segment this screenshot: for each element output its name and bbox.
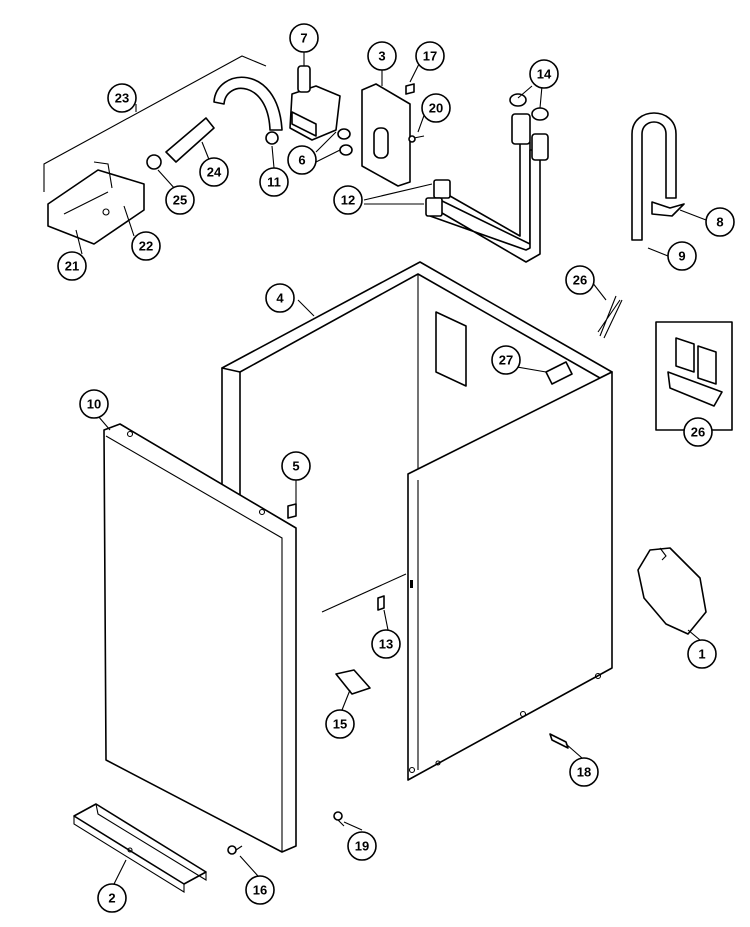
callout-3: 3 <box>367 41 397 71</box>
panel-screw <box>227 733 569 855</box>
svg-text:6: 6 <box>298 153 305 168</box>
svg-text:13: 13 <box>379 637 393 652</box>
cabinet-pad <box>545 361 573 385</box>
cabinet <box>221 261 613 781</box>
small-clips <box>287 503 385 695</box>
leader-lines <box>43 52 707 885</box>
svg-text:8: 8 <box>716 215 723 230</box>
fill-hose <box>213 76 283 145</box>
svg-text:17: 17 <box>423 49 437 64</box>
water-valve <box>289 65 353 156</box>
callout-4: 4 <box>265 283 295 313</box>
callout-10: 10 <box>79 389 109 419</box>
toe-kick-bracket <box>73 803 207 893</box>
callout-27: 27 <box>491 345 521 375</box>
svg-text:15: 15 <box>333 717 347 732</box>
inlet-hoses <box>425 113 549 263</box>
svg-text:27: 27 <box>499 353 513 368</box>
connector-hose <box>165 117 215 163</box>
svg-text:18: 18 <box>577 765 591 780</box>
callout-21: 21 <box>57 251 87 281</box>
callout-23: 23 <box>107 83 137 113</box>
grommet <box>146 154 162 170</box>
svg-text:25: 25 <box>173 193 187 208</box>
callout-18: 18 <box>569 757 599 787</box>
callout-26-inset: 26 <box>683 417 713 447</box>
valve-bracket <box>361 83 411 187</box>
callout-24: 24 <box>199 157 229 187</box>
svg-text:22: 22 <box>139 239 153 254</box>
hose-washers <box>509 93 549 121</box>
front-panel <box>103 423 297 853</box>
callout-12: 12 <box>333 185 363 215</box>
drain-hose <box>631 112 685 241</box>
svg-text:10: 10 <box>87 397 101 412</box>
callout-1: 1 <box>687 639 717 669</box>
callout-14: 14 <box>529 59 559 89</box>
svg-text:21: 21 <box>65 259 79 274</box>
callout-5: 5 <box>281 451 311 481</box>
callout-22: 22 <box>131 231 161 261</box>
callout-2: 2 <box>97 883 127 913</box>
callout-11: 11 <box>259 167 289 197</box>
callout-25: 25 <box>165 185 195 215</box>
callout-9: 9 <box>667 241 697 271</box>
spring-clip <box>597 295 623 339</box>
svg-text:1: 1 <box>698 647 705 662</box>
svg-text:2: 2 <box>108 891 115 906</box>
svg-text:3: 3 <box>378 49 385 64</box>
svg-text:11: 11 <box>267 175 281 190</box>
svg-text:14: 14 <box>537 67 552 82</box>
clip-detail-inset <box>655 321 733 431</box>
callout-8: 8 <box>705 207 735 237</box>
svg-text:4: 4 <box>276 291 284 306</box>
svg-text:12: 12 <box>341 193 355 208</box>
rear-cover-plate <box>637 547 707 635</box>
svg-text:16: 16 <box>253 883 267 898</box>
callout-7: 7 <box>289 23 319 53</box>
callout-6: 6 <box>287 145 317 175</box>
svg-text:7: 7 <box>300 31 307 46</box>
svg-text:19: 19 <box>355 839 369 854</box>
callout-16: 16 <box>245 875 275 905</box>
svg-text:26: 26 <box>573 273 587 288</box>
svg-text:26: 26 <box>691 425 705 440</box>
callout-17: 17 <box>415 41 445 71</box>
svg-text:20: 20 <box>429 101 443 116</box>
svg-text:9: 9 <box>678 249 685 264</box>
screws <box>405 83 425 143</box>
svg-text:23: 23 <box>115 91 129 106</box>
callout-19: 19 <box>347 831 377 861</box>
callout-15: 15 <box>325 709 355 739</box>
svg-text:5: 5 <box>292 459 299 474</box>
callout-26-clip: 26 <box>565 265 595 295</box>
svg-text:24: 24 <box>207 165 222 180</box>
callout-20: 20 <box>421 93 451 123</box>
injector-bracket <box>47 161 145 245</box>
callout-13: 13 <box>371 629 401 659</box>
